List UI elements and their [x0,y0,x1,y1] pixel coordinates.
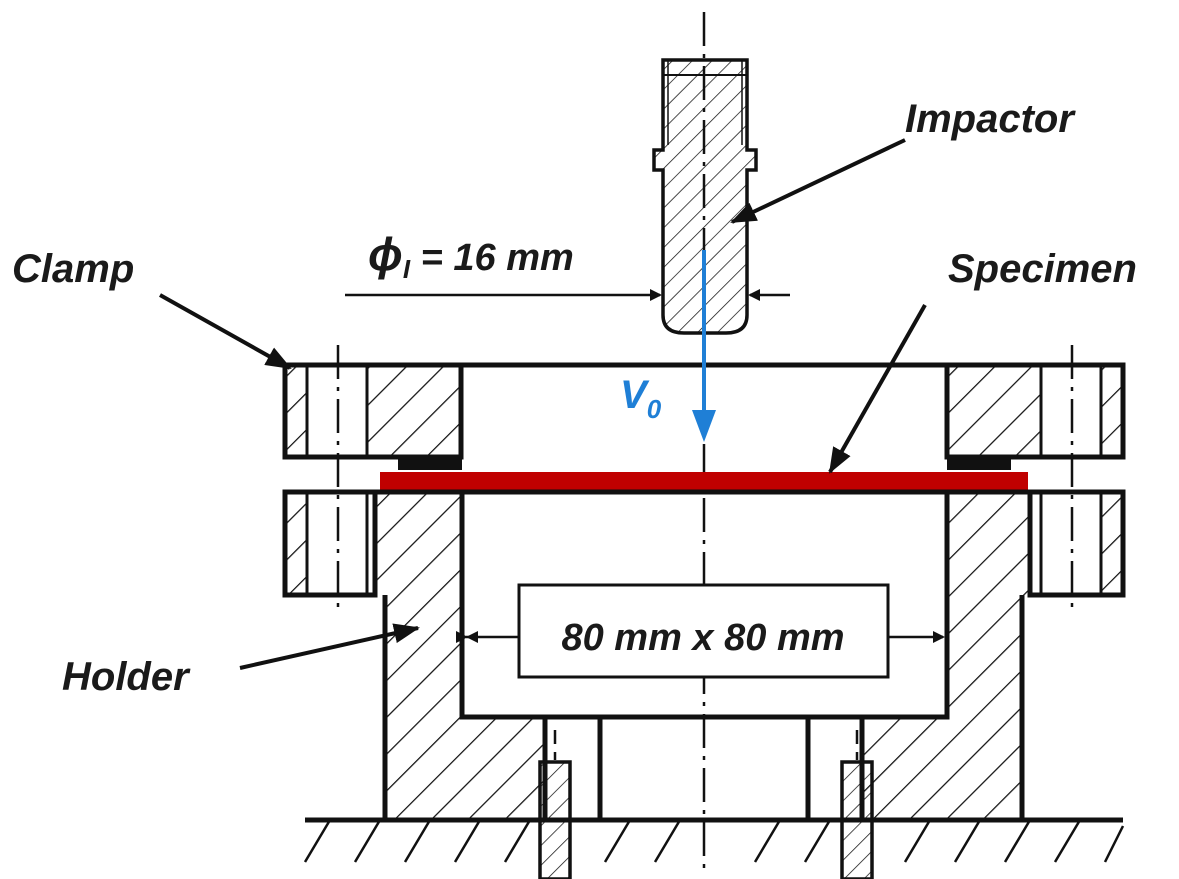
clamp-pad-left [398,458,462,470]
clamp-leader [159,293,292,370]
holder-label: Holder [62,655,191,699]
window-size-label: 80 mm x 80 mm [561,617,844,659]
holder-leader [239,623,420,670]
impactor-label: Impactor [905,97,1076,141]
diameter-label: ϕI = 16 mm [368,228,574,284]
specimen-leader [828,304,927,474]
clamp-left [282,362,464,460]
velocity-label: V0 [620,373,662,424]
velocity-arrow [692,250,716,442]
impactor-leader [730,138,906,224]
clamp-pad-right [947,458,1011,470]
clamp-right [944,362,1126,460]
window-dimension [456,583,945,679]
specimen-plate [380,472,1028,492]
clamp-label: Clamp [12,247,134,291]
specimen-label: Specimen [948,247,1137,291]
ground-base [303,817,1125,863]
